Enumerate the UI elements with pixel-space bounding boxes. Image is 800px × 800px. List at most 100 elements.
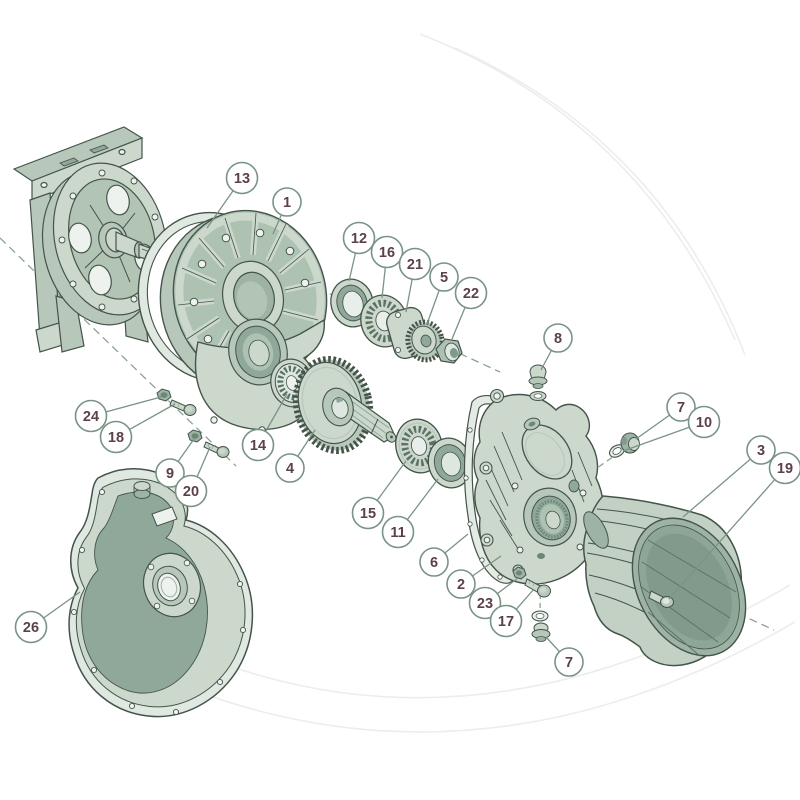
balloon-circle xyxy=(419,547,449,577)
balloon-number: 9 xyxy=(166,466,174,482)
part-bolt-19 xyxy=(648,590,674,608)
balloon-number: 14 xyxy=(250,438,266,454)
balloon-number: 11 xyxy=(390,525,405,541)
part-nut-22 xyxy=(435,338,463,364)
balloon-circle xyxy=(554,647,584,677)
part-nut-23 xyxy=(512,566,527,580)
balloon-number: 4 xyxy=(286,461,294,477)
balloon-number: 5 xyxy=(440,270,448,286)
callout-12: 12 xyxy=(342,221,376,282)
balloon-number: 20 xyxy=(183,484,199,500)
housing2-ear-holes xyxy=(511,482,587,554)
balloon-number: 18 xyxy=(108,430,124,446)
part-front-housing-1 xyxy=(159,209,328,434)
balloon-circle xyxy=(351,496,385,530)
callout-9: 9 xyxy=(155,438,195,488)
part-plug-fitting-7 xyxy=(620,432,640,454)
callout-26: 26 xyxy=(14,591,81,644)
balloon-circle xyxy=(370,235,404,269)
callout-11: 11 xyxy=(381,478,439,549)
part-rear-housing-2 xyxy=(473,388,605,585)
part-pinion-gear-5 xyxy=(405,319,445,363)
balloon-circle xyxy=(666,392,696,422)
balloon-circle xyxy=(241,428,275,462)
callout-21: 21 xyxy=(398,247,432,313)
balloon-circle xyxy=(746,435,776,465)
balloon-circle xyxy=(99,420,133,454)
balloon-circle xyxy=(381,515,415,549)
callout-19: 19 xyxy=(668,451,800,600)
housing-ribs xyxy=(177,212,322,380)
balloon-number: 8 xyxy=(554,331,562,347)
balloon-circle xyxy=(398,247,432,281)
part-seal-11 xyxy=(427,437,473,489)
part-nut-9 xyxy=(187,429,203,443)
leader-line xyxy=(668,467,786,600)
balloon-circle xyxy=(768,451,800,485)
callout-10: 10 xyxy=(622,405,721,452)
part-plug-8 xyxy=(528,364,548,401)
callout-2: 2 xyxy=(446,555,502,599)
callout-18: 18 xyxy=(99,403,176,454)
bracket-bolt-holes xyxy=(58,169,159,311)
balloon-circle xyxy=(687,405,721,439)
callout-15: 15 xyxy=(351,460,407,530)
balloon-number: 2 xyxy=(457,577,465,593)
part-nut-24 xyxy=(156,388,172,402)
balloon-circle xyxy=(489,604,523,638)
balloon-number: 13 xyxy=(234,171,250,187)
callout-13: 13 xyxy=(206,161,259,229)
balloon-number: 7 xyxy=(677,400,685,416)
balloon-number: 23 xyxy=(477,596,493,612)
callout-7: 7 xyxy=(635,392,696,440)
part-seal-12 xyxy=(330,278,374,328)
cover-filler-plug xyxy=(133,481,151,499)
callout-16: 16 xyxy=(370,235,404,299)
callout-20: 20 xyxy=(174,446,211,508)
part-bolt-17 xyxy=(524,578,551,598)
callout-22: 22 xyxy=(451,276,488,340)
cover-slot xyxy=(151,506,178,527)
balloon-number: 3 xyxy=(757,443,765,459)
part-washer-10 xyxy=(608,444,626,458)
balloon-circle xyxy=(446,569,476,599)
balloon-number: 7 xyxy=(565,655,573,671)
balloon-number: 22 xyxy=(463,286,479,302)
part-gear-shaft-4 xyxy=(292,356,397,454)
balloon-circle xyxy=(155,458,185,488)
balloon-number: 21 xyxy=(407,257,423,273)
part-bell-housing-3 xyxy=(583,495,747,667)
balloon-circle xyxy=(225,161,259,195)
balloon-circle xyxy=(174,474,208,508)
part-cover-26 xyxy=(68,468,254,718)
balloon-number: 6 xyxy=(430,555,438,571)
callout-5: 5 xyxy=(426,262,459,325)
balloon-number: 19 xyxy=(777,461,793,477)
callout-24: 24 xyxy=(74,396,162,433)
part-drain-plug-7 xyxy=(531,610,551,642)
balloon-number: 16 xyxy=(379,245,395,261)
balloon-circle xyxy=(14,610,48,644)
balloon-circle xyxy=(468,586,502,620)
balloon-number: 12 xyxy=(351,231,367,247)
part-bolt-20 xyxy=(203,441,230,458)
balloon-circle xyxy=(275,453,305,483)
callout-3: 3 xyxy=(682,435,776,518)
balloon-number: 10 xyxy=(696,415,712,431)
callout-17: 17 xyxy=(489,588,535,638)
callout-8: 8 xyxy=(540,323,573,371)
callout-14: 14 xyxy=(241,393,288,462)
balloon-circle xyxy=(74,399,108,433)
balloon-circle xyxy=(454,276,488,310)
balloon-circle xyxy=(272,187,302,217)
callout-7: 7 xyxy=(545,636,584,677)
balloon-number: 26 xyxy=(23,620,39,636)
cover-shaft-opening xyxy=(142,552,202,618)
balloon-number: 17 xyxy=(498,614,514,630)
balloon-circle xyxy=(342,221,376,255)
leader-line xyxy=(682,449,762,518)
part-mounting-bracket xyxy=(12,126,168,353)
balloon-number: 24 xyxy=(83,409,99,425)
